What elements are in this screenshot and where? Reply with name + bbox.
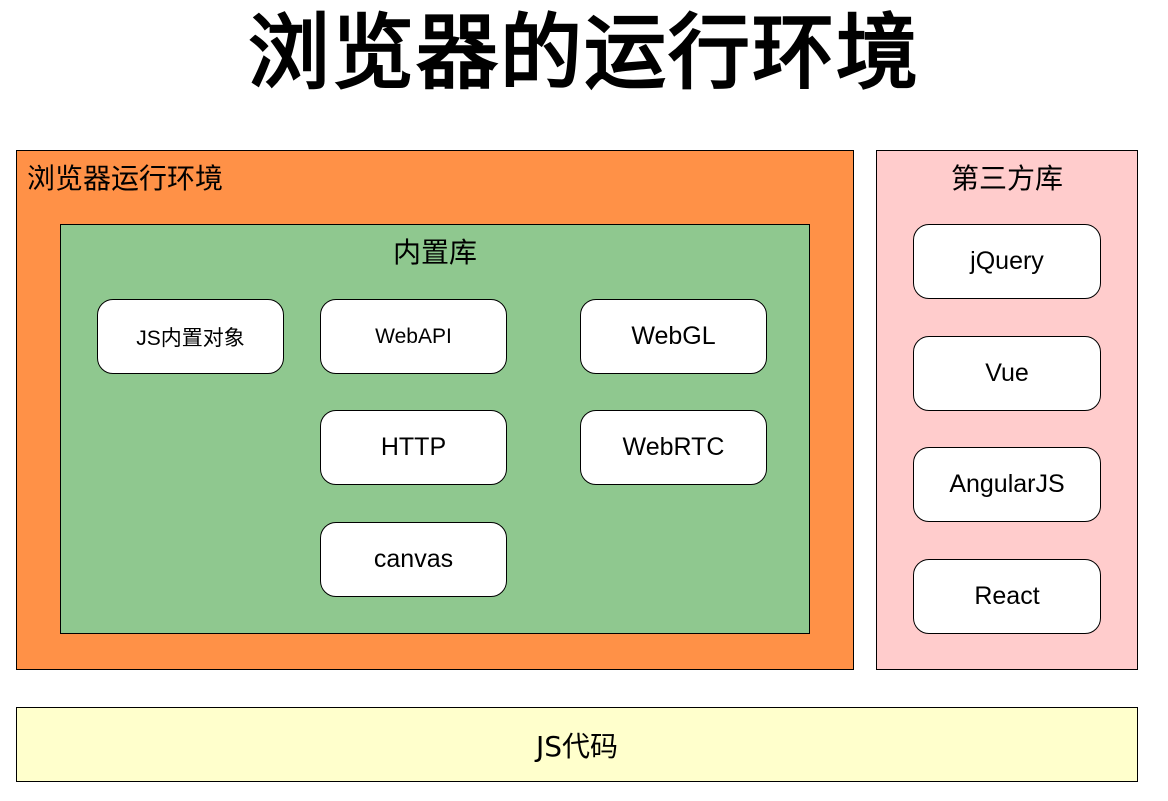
- node-react: React: [913, 559, 1101, 634]
- node-angularjs: AngularJS: [913, 447, 1101, 522]
- node-canvas: canvas: [320, 522, 507, 597]
- node-http: HTTP: [320, 410, 507, 485]
- node-webgl: WebGL: [580, 299, 767, 374]
- js-code-box: JS代码: [16, 707, 1138, 782]
- node-webapi: WebAPI: [320, 299, 507, 374]
- node-webrtc: WebRTC: [580, 410, 767, 485]
- browser-runtime-environment-label: 浏览器运行环境: [27, 162, 224, 195]
- third-party-library-label: 第三方库: [950, 162, 1063, 195]
- node-jquery: jQuery: [913, 224, 1101, 299]
- page-title: 浏览器的运行环境: [247, 6, 920, 101]
- node-vue: Vue: [913, 336, 1101, 411]
- builtin-library-label: 内置库: [392, 236, 477, 269]
- node-js-builtin-objects: JS内置对象: [97, 299, 284, 374]
